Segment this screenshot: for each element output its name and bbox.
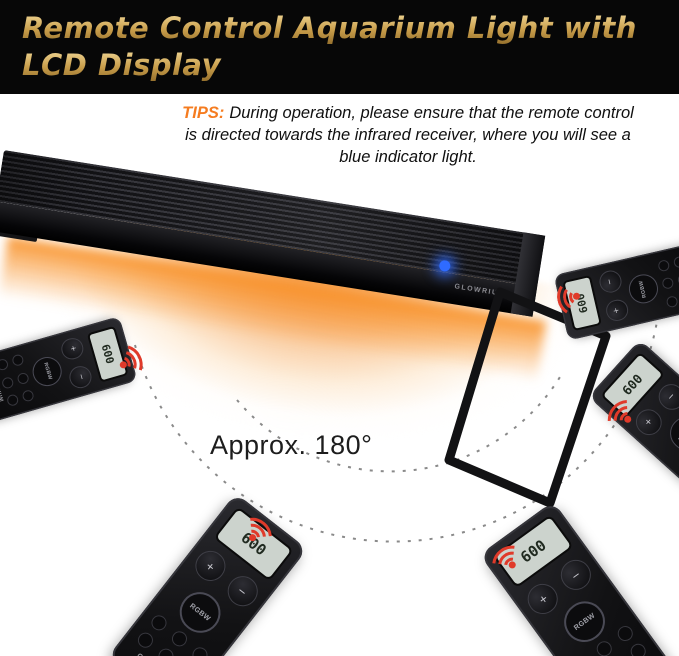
title-line-2: LCD Display [22, 47, 679, 84]
minus-button: − [554, 554, 597, 597]
remote-button [188, 644, 210, 656]
plus-button: + [189, 545, 232, 588]
remote-button [155, 645, 177, 656]
minus-button: − [597, 268, 624, 295]
remote-button [657, 258, 671, 272]
rgbw-button: RGBW [29, 353, 66, 390]
remote-button [0, 357, 10, 372]
title-line-1: Remote Control Aquarium Light with [22, 10, 679, 47]
remote-button [21, 389, 35, 403]
angle-label: Approx. 180° [210, 430, 373, 460]
minus-button: − [67, 363, 95, 391]
remote-button [11, 353, 25, 368]
plus-button: + [603, 297, 630, 324]
remote-button [672, 255, 679, 269]
remote-button [594, 638, 615, 656]
plus-button: + [522, 578, 565, 620]
header-banner: Remote Control Aquarium Light with LCD D… [0, 0, 679, 94]
remote-button [148, 612, 170, 634]
light-bar-logo: GLOWRIUM [453, 283, 507, 299]
remote-button [168, 628, 190, 650]
minus-button: − [221, 570, 264, 613]
remote-button-grid [657, 254, 679, 310]
remote-button [6, 393, 20, 408]
plus-button: + [59, 335, 87, 363]
remote-button [16, 371, 30, 385]
remote-button-grid [0, 352, 35, 409]
tips-text: During operation, please ensure that the… [185, 104, 634, 167]
tips-note: TIPS:During operation, please ensure tha… [178, 102, 638, 168]
remote-button [135, 629, 157, 651]
remote-button [1, 375, 15, 390]
rgbw-button: RGBW [625, 271, 661, 307]
remote-button [614, 623, 636, 645]
remote-button [661, 276, 675, 291]
tips-label: TIPS: [182, 104, 225, 122]
remote-button [665, 295, 679, 309]
remote-button [627, 641, 649, 656]
remote-button-row: + − [597, 268, 630, 324]
minus-button: − [653, 379, 679, 415]
